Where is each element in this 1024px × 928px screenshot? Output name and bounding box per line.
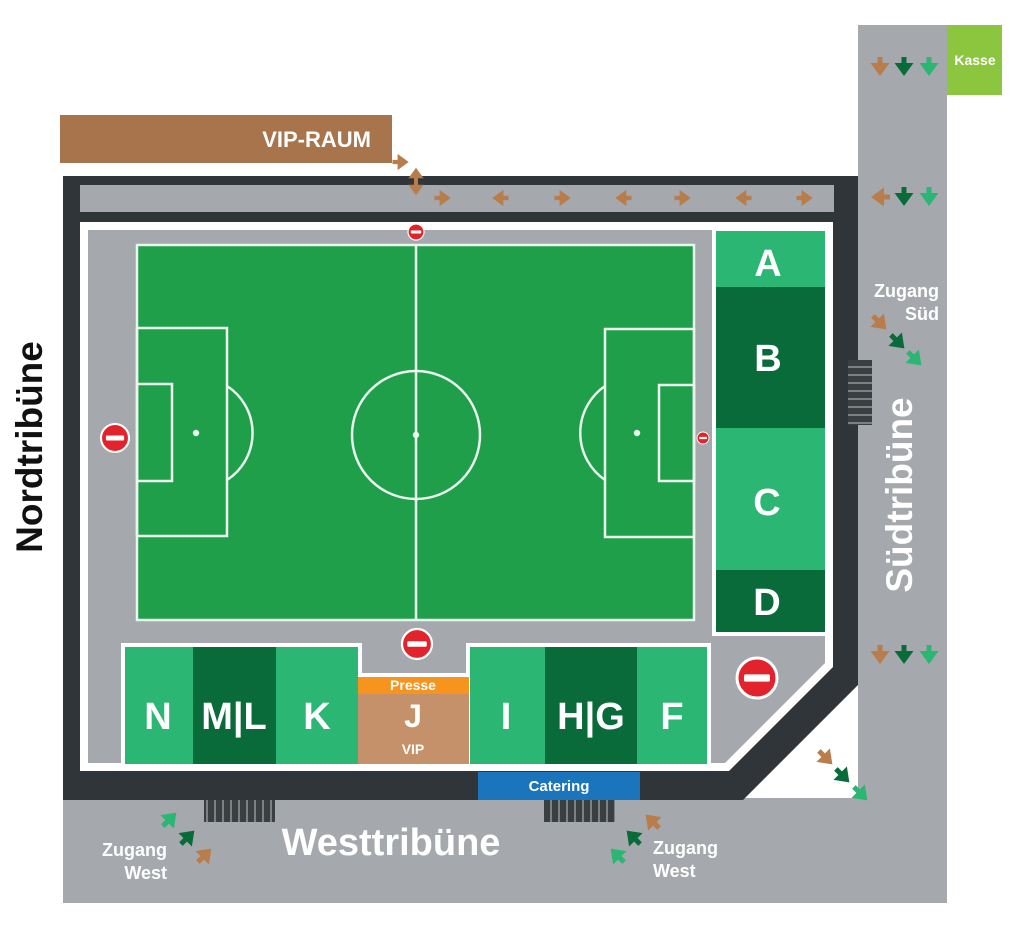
- center-spot: [412, 431, 420, 439]
- section-n[interactable]: N: [125, 647, 193, 764]
- section-block[interactable]: [276, 647, 358, 764]
- east-walkway: [858, 25, 947, 805]
- section-label: I: [501, 696, 512, 738]
- section-c[interactable]: C: [716, 428, 825, 570]
- right-goal-area: [657, 383, 696, 483]
- section-block[interactable]: [545, 647, 637, 764]
- catering-label: Catering: [529, 778, 590, 795]
- entrance-west-right-label: Zugang West: [653, 838, 718, 881]
- section-block[interactable]: [716, 231, 825, 287]
- no-entry-icon: [407, 223, 425, 241]
- press-label: Presse: [390, 677, 436, 693]
- section-label: B: [754, 338, 781, 380]
- right-penalty-arc: [579, 384, 606, 482]
- south-stand-label: Südtribüne: [879, 397, 920, 592]
- no-entry-icon: [400, 627, 434, 661]
- catering-background: [478, 772, 640, 800]
- kasse-box: Kasse: [947, 25, 1002, 95]
- vip-room-label: VIP-RAUM: [262, 127, 371, 152]
- section-block[interactable]: [716, 287, 825, 428]
- left-penalty-arc: [226, 384, 254, 482]
- section-label: N: [144, 696, 171, 738]
- section-block[interactable]: [470, 647, 545, 764]
- press-area[interactable]: [358, 677, 469, 694]
- entrance-south-label: Zugang Süd: [874, 281, 939, 324]
- section-label: K: [303, 696, 331, 738]
- left-penalty-spot: [192, 429, 200, 437]
- section-label: M|L: [201, 696, 267, 738]
- section-label: C: [753, 482, 780, 524]
- section-label: J: [404, 698, 422, 734]
- kasse-background: [947, 25, 1002, 95]
- pitch-markings: [135, 243, 696, 622]
- entrance-label-line1: Zugang: [653, 838, 718, 858]
- entrance-label-line1: Zugang: [874, 281, 939, 301]
- no-entry-icon: [735, 656, 779, 700]
- section-d[interactable]: D: [716, 570, 825, 632]
- entrance-label-line2: West: [124, 863, 167, 883]
- arrow-down-right-icon: [829, 762, 857, 790]
- vip-room-background: [60, 115, 392, 163]
- section-label: F: [660, 696, 683, 738]
- turnstile-west-right-icon: [544, 800, 615, 822]
- section-m-l[interactable]: M|L: [193, 647, 276, 764]
- arrow-down-right-icon: [812, 744, 840, 772]
- section-b[interactable]: B: [716, 287, 825, 428]
- section-i[interactable]: I: [470, 647, 545, 764]
- section-f[interactable]: F: [637, 647, 707, 764]
- no-entry-icon: [99, 422, 131, 454]
- left-goal-area: [135, 382, 174, 483]
- entrance-west-left-label: Zugang West: [102, 840, 167, 883]
- football-pitch: [135, 243, 696, 622]
- right-penalty-spot: [633, 429, 641, 437]
- catering-box: Catering: [478, 772, 640, 800]
- vip-sublabel: VIP: [402, 741, 425, 757]
- section-label: D: [753, 582, 780, 624]
- section-block[interactable]: [637, 647, 707, 764]
- west-stand-label: Westtribüne: [282, 822, 501, 864]
- arrow-right-icon: [392, 153, 409, 171]
- section-block[interactable]: [125, 647, 193, 764]
- kasse-label: Kasse: [954, 52, 995, 68]
- west-walkway: [63, 798, 947, 903]
- entrance-label-line1: Zugang: [102, 840, 167, 860]
- section-label: H|G: [557, 696, 625, 738]
- section-a[interactable]: A: [716, 231, 825, 287]
- entrance-label-line2: Süd: [905, 304, 939, 324]
- section-block[interactable]: [716, 428, 825, 570]
- entrance-label-line2: West: [653, 861, 696, 881]
- section-label: A: [754, 243, 781, 285]
- section-block[interactable]: [716, 570, 825, 632]
- section-block[interactable]: [193, 647, 276, 764]
- turnstile-south-icon: [848, 360, 872, 425]
- center-circle: [350, 369, 482, 501]
- section-j-vip[interactable]: Presse J VIP: [358, 677, 469, 764]
- no-entry-icon: [696, 431, 710, 445]
- section-h-g[interactable]: H|G: [545, 647, 637, 764]
- section-block[interactable]: [358, 694, 469, 764]
- vip-room: VIP-RAUM: [60, 115, 392, 163]
- north-stand-text: Nordtribüne: [9, 341, 50, 553]
- turnstile-west-left-icon: [204, 800, 275, 822]
- section-k[interactable]: K: [276, 647, 358, 764]
- north-corridor: [80, 185, 834, 212]
